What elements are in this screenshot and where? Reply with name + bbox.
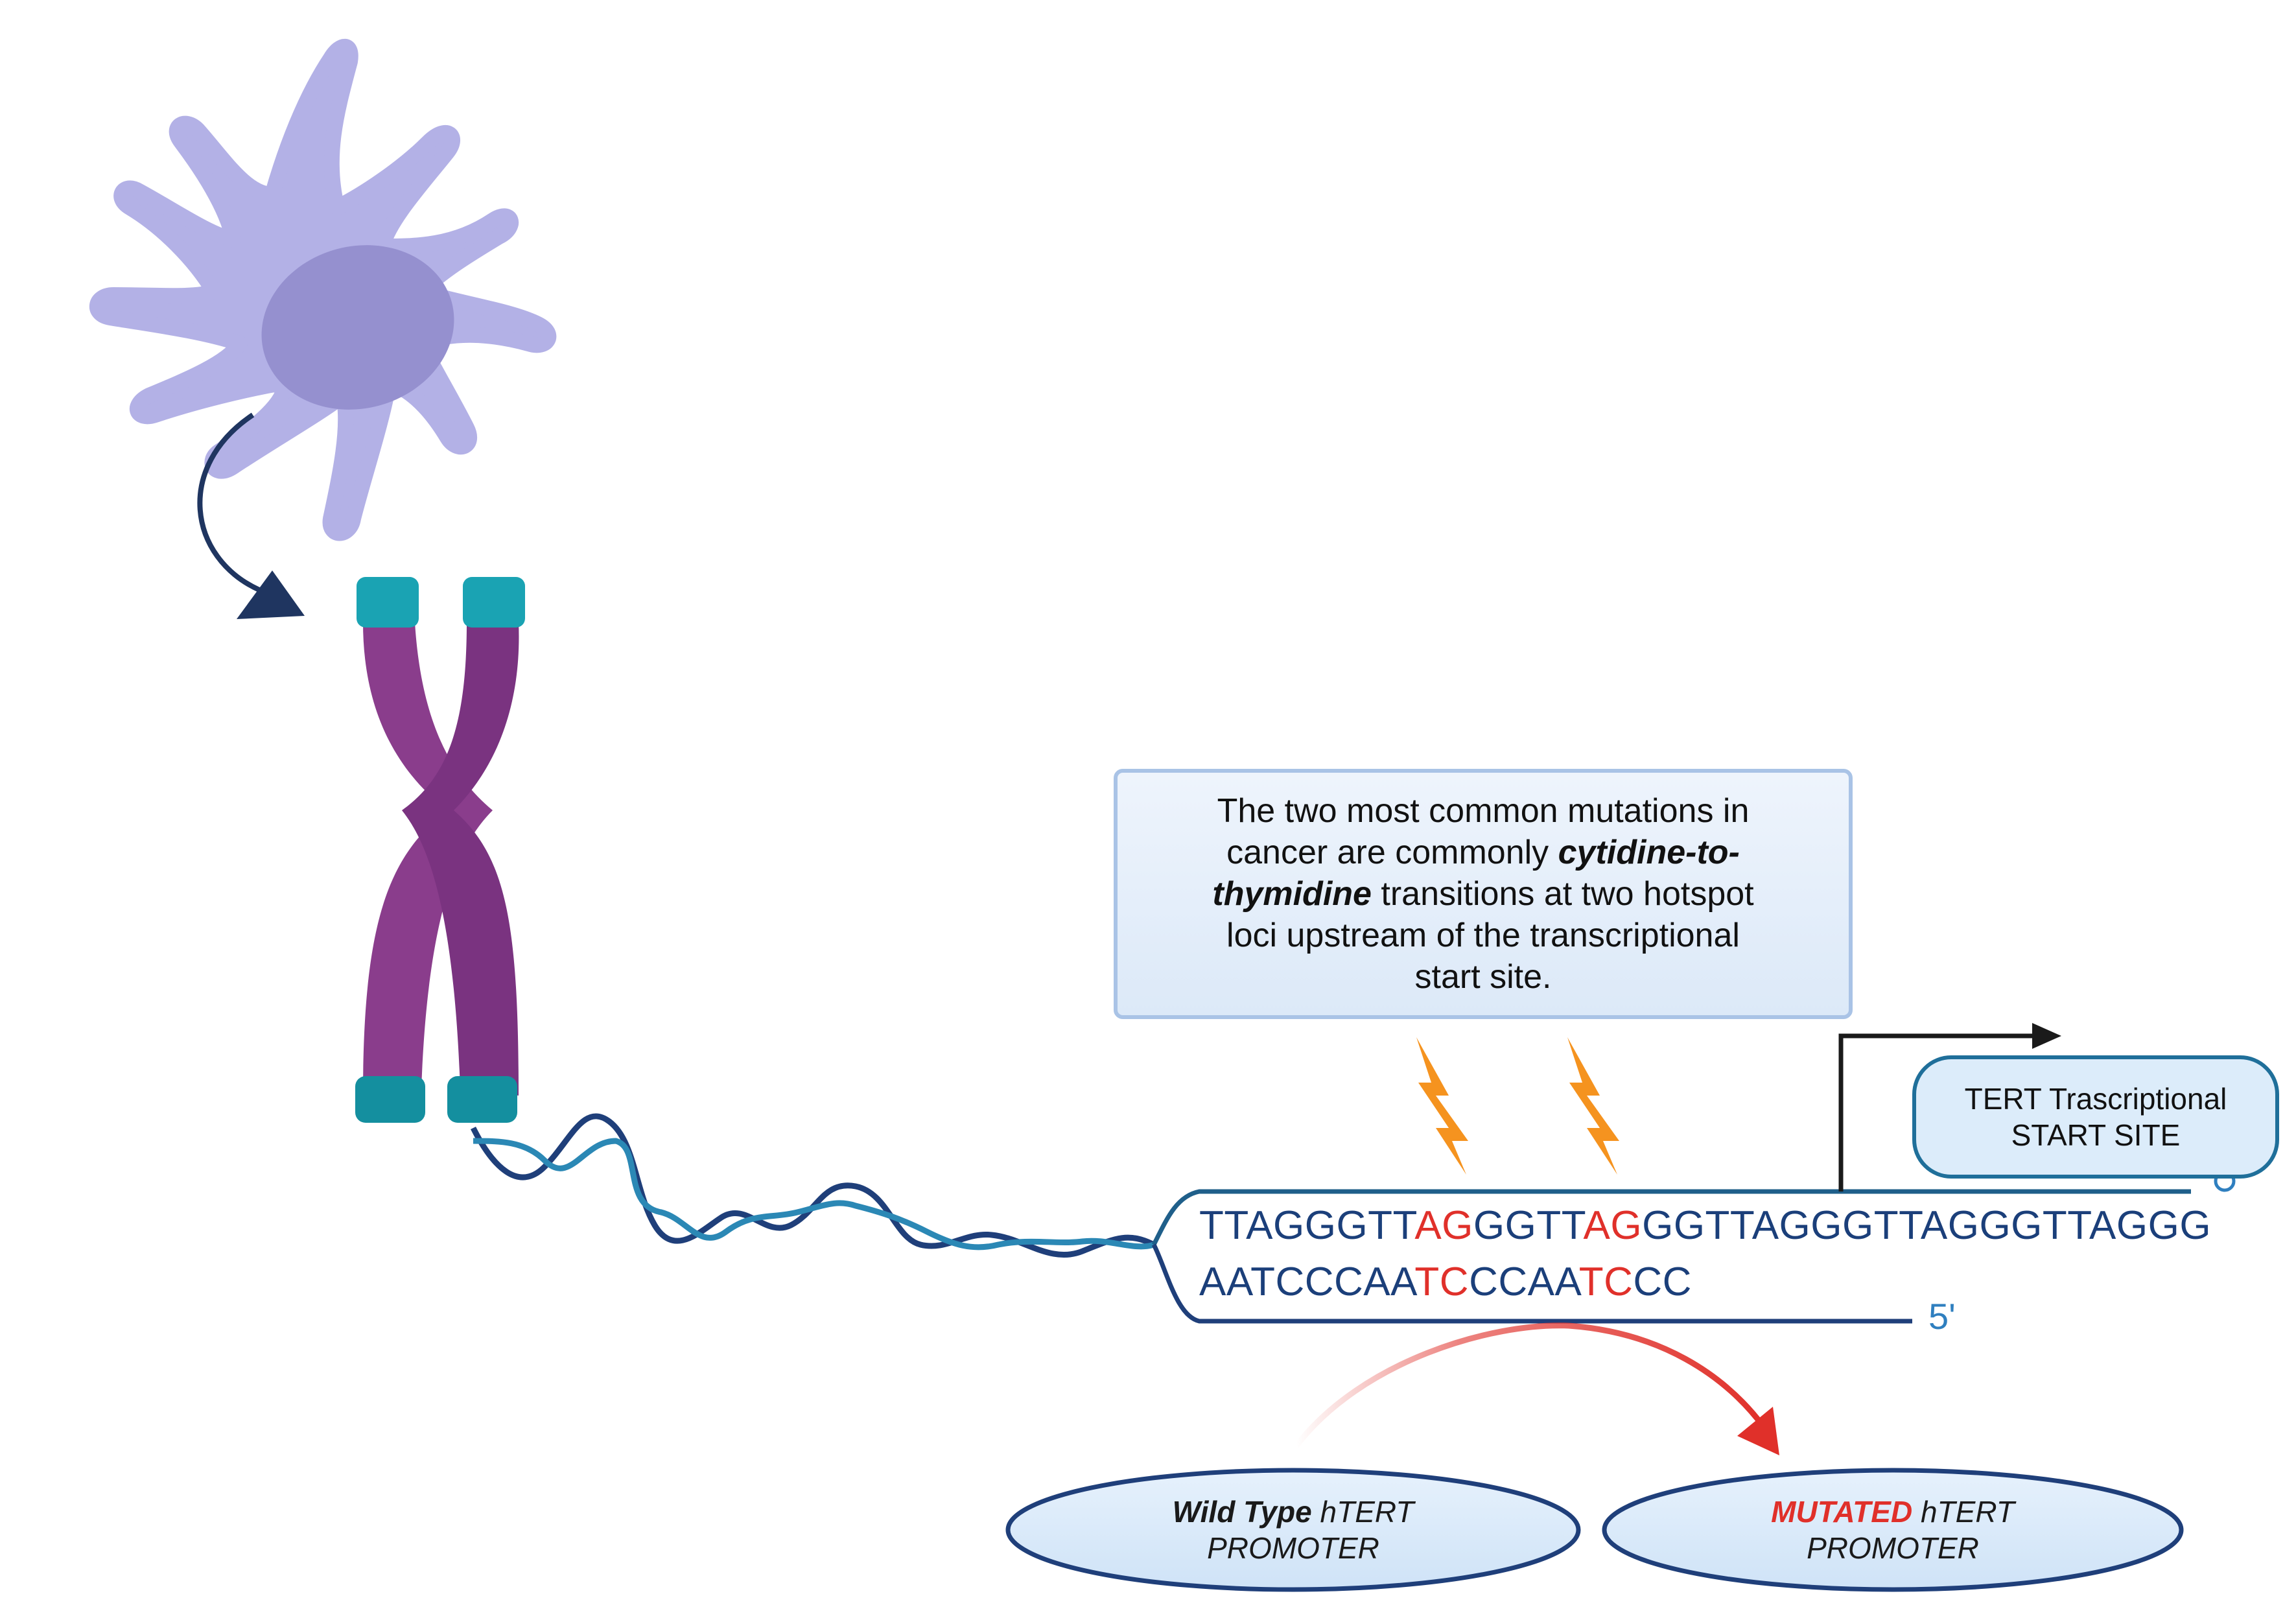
mutated-oval — [1602, 1468, 2184, 1592]
curved-arrow-icon — [197, 412, 305, 619]
chromosome-icon — [355, 577, 525, 1123]
bottom-strand-line — [1151, 1243, 1912, 1324]
lightning-bolt-icon-2 — [1567, 1037, 1619, 1175]
dna-helix-icon — [470, 1113, 1156, 1258]
dna-strands — [1151, 1170, 2236, 1324]
lightning-bolt-icon-1 — [1416, 1037, 1468, 1175]
cell-icon — [89, 38, 557, 541]
wild-type-oval — [1005, 1468, 1581, 1592]
top-strand-line — [1151, 1189, 2191, 1246]
mutation-arrow-icon — [1294, 1322, 1779, 1455]
strand-end-marker — [2214, 1170, 2236, 1192]
tss-arrow-icon — [1838, 1023, 2061, 1192]
